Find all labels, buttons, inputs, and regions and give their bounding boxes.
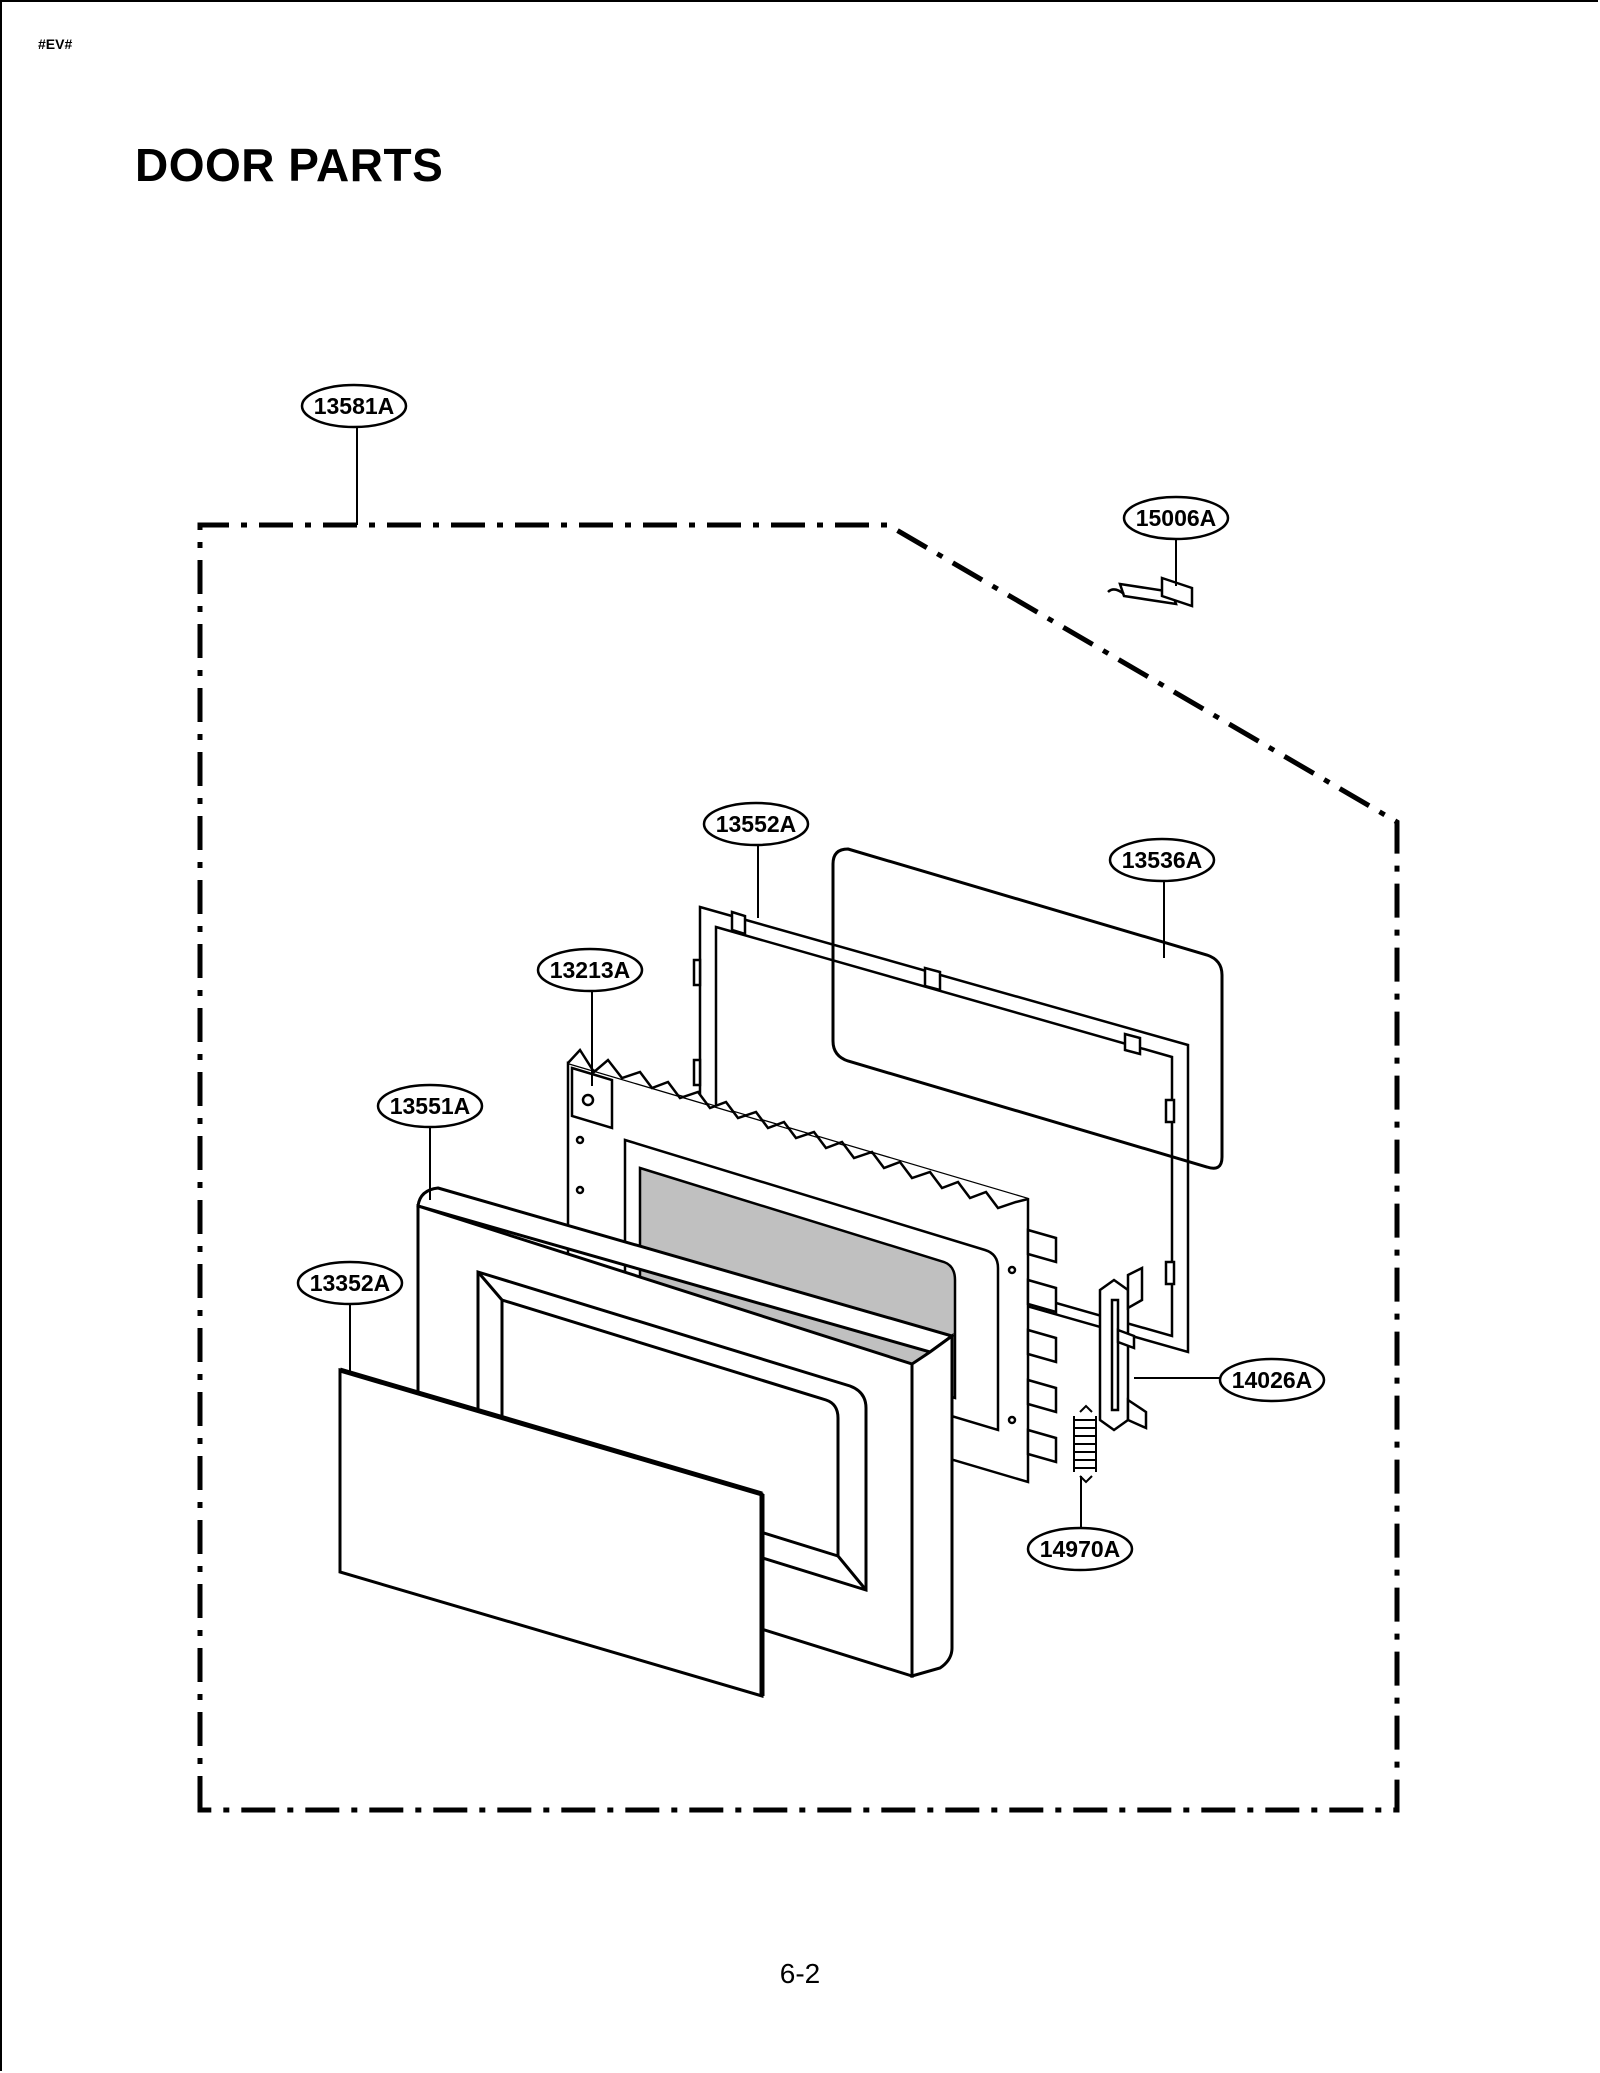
latch-clip-part [1107, 576, 1194, 608]
callout-13581A: 13581A [300, 383, 408, 429]
callout-13551A: 13551A [376, 1083, 484, 1129]
assembly-boundary [197, 522, 1400, 1813]
callout-label: 13352A [310, 1270, 391, 1296]
callout-label: 13581A [314, 393, 395, 419]
leader-lines [349, 426, 1222, 1530]
callout-label: 13213A [550, 957, 631, 983]
page-number: 6-2 [779, 1958, 821, 1989]
callout-14026A: 14026A [1218, 1357, 1326, 1403]
callout-label: 13536A [1122, 847, 1203, 873]
callout-label: 15006A [1136, 505, 1217, 531]
document-code: #EV# [38, 36, 73, 52]
latch-spring-part [1073, 1404, 1097, 1484]
callout-label: 13551A [390, 1093, 471, 1119]
callout-14970A: 14970A [1026, 1526, 1134, 1572]
door-screen-part [831, 847, 1224, 1170]
callout-label: 14970A [1040, 1536, 1121, 1562]
door-latch-part [1098, 1265, 1148, 1432]
callout-13352A: 13352A [296, 1260, 404, 1306]
callout-label: 14026A [1232, 1367, 1313, 1393]
callout-13213A: 13213A [536, 947, 644, 993]
page-title: DOOR PARTS [135, 139, 444, 191]
callout-label: 13552A [716, 811, 797, 837]
callout-15006A: 15006A [1122, 495, 1230, 541]
callout-13552A: 13552A [702, 801, 810, 847]
door-panel-part [338, 1367, 765, 1699]
callout-13536A: 13536A [1108, 837, 1216, 883]
